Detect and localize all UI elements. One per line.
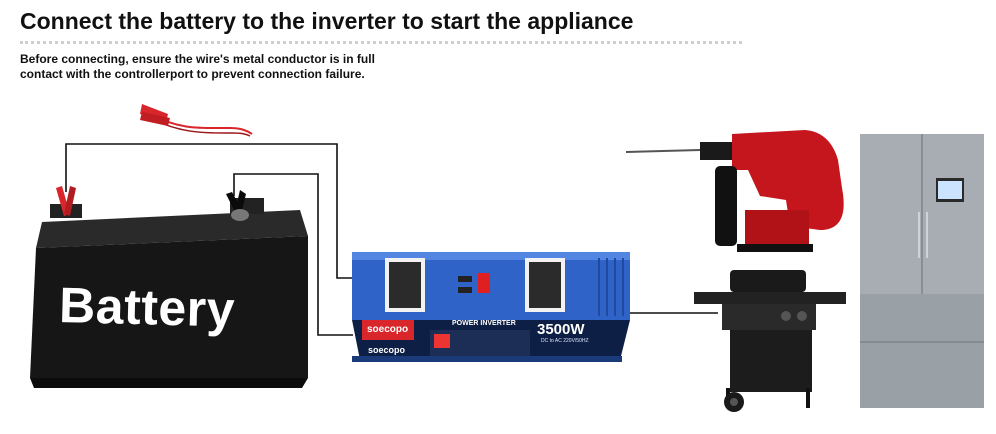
rotary-hammer-drill-icon <box>625 130 844 252</box>
battery-label: Battery <box>58 276 236 338</box>
clamp-cable-icon <box>140 104 253 137</box>
inverter-power-rating: 3500W <box>537 321 585 338</box>
red-clamp-icon <box>56 186 76 216</box>
connection-wires <box>65 143 718 336</box>
connection-note: Before connecting, ensure the wire's met… <box>20 52 375 81</box>
refrigerator-icon <box>860 134 984 408</box>
title-divider <box>20 41 742 44</box>
inverter-spec: DC to AC 220V/50HZ <box>541 338 589 344</box>
inverter-banner: POWER INVERTER <box>452 320 516 327</box>
inverter-brand-label: soecopo <box>367 324 409 335</box>
inverter-icon <box>352 252 630 362</box>
page-title: Connect the battery to the inverter to s… <box>20 8 634 34</box>
inverter-brand-sub-label: soecopo <box>368 345 406 355</box>
bbq-grill-icon <box>694 270 846 412</box>
black-clamp-icon <box>226 190 249 221</box>
